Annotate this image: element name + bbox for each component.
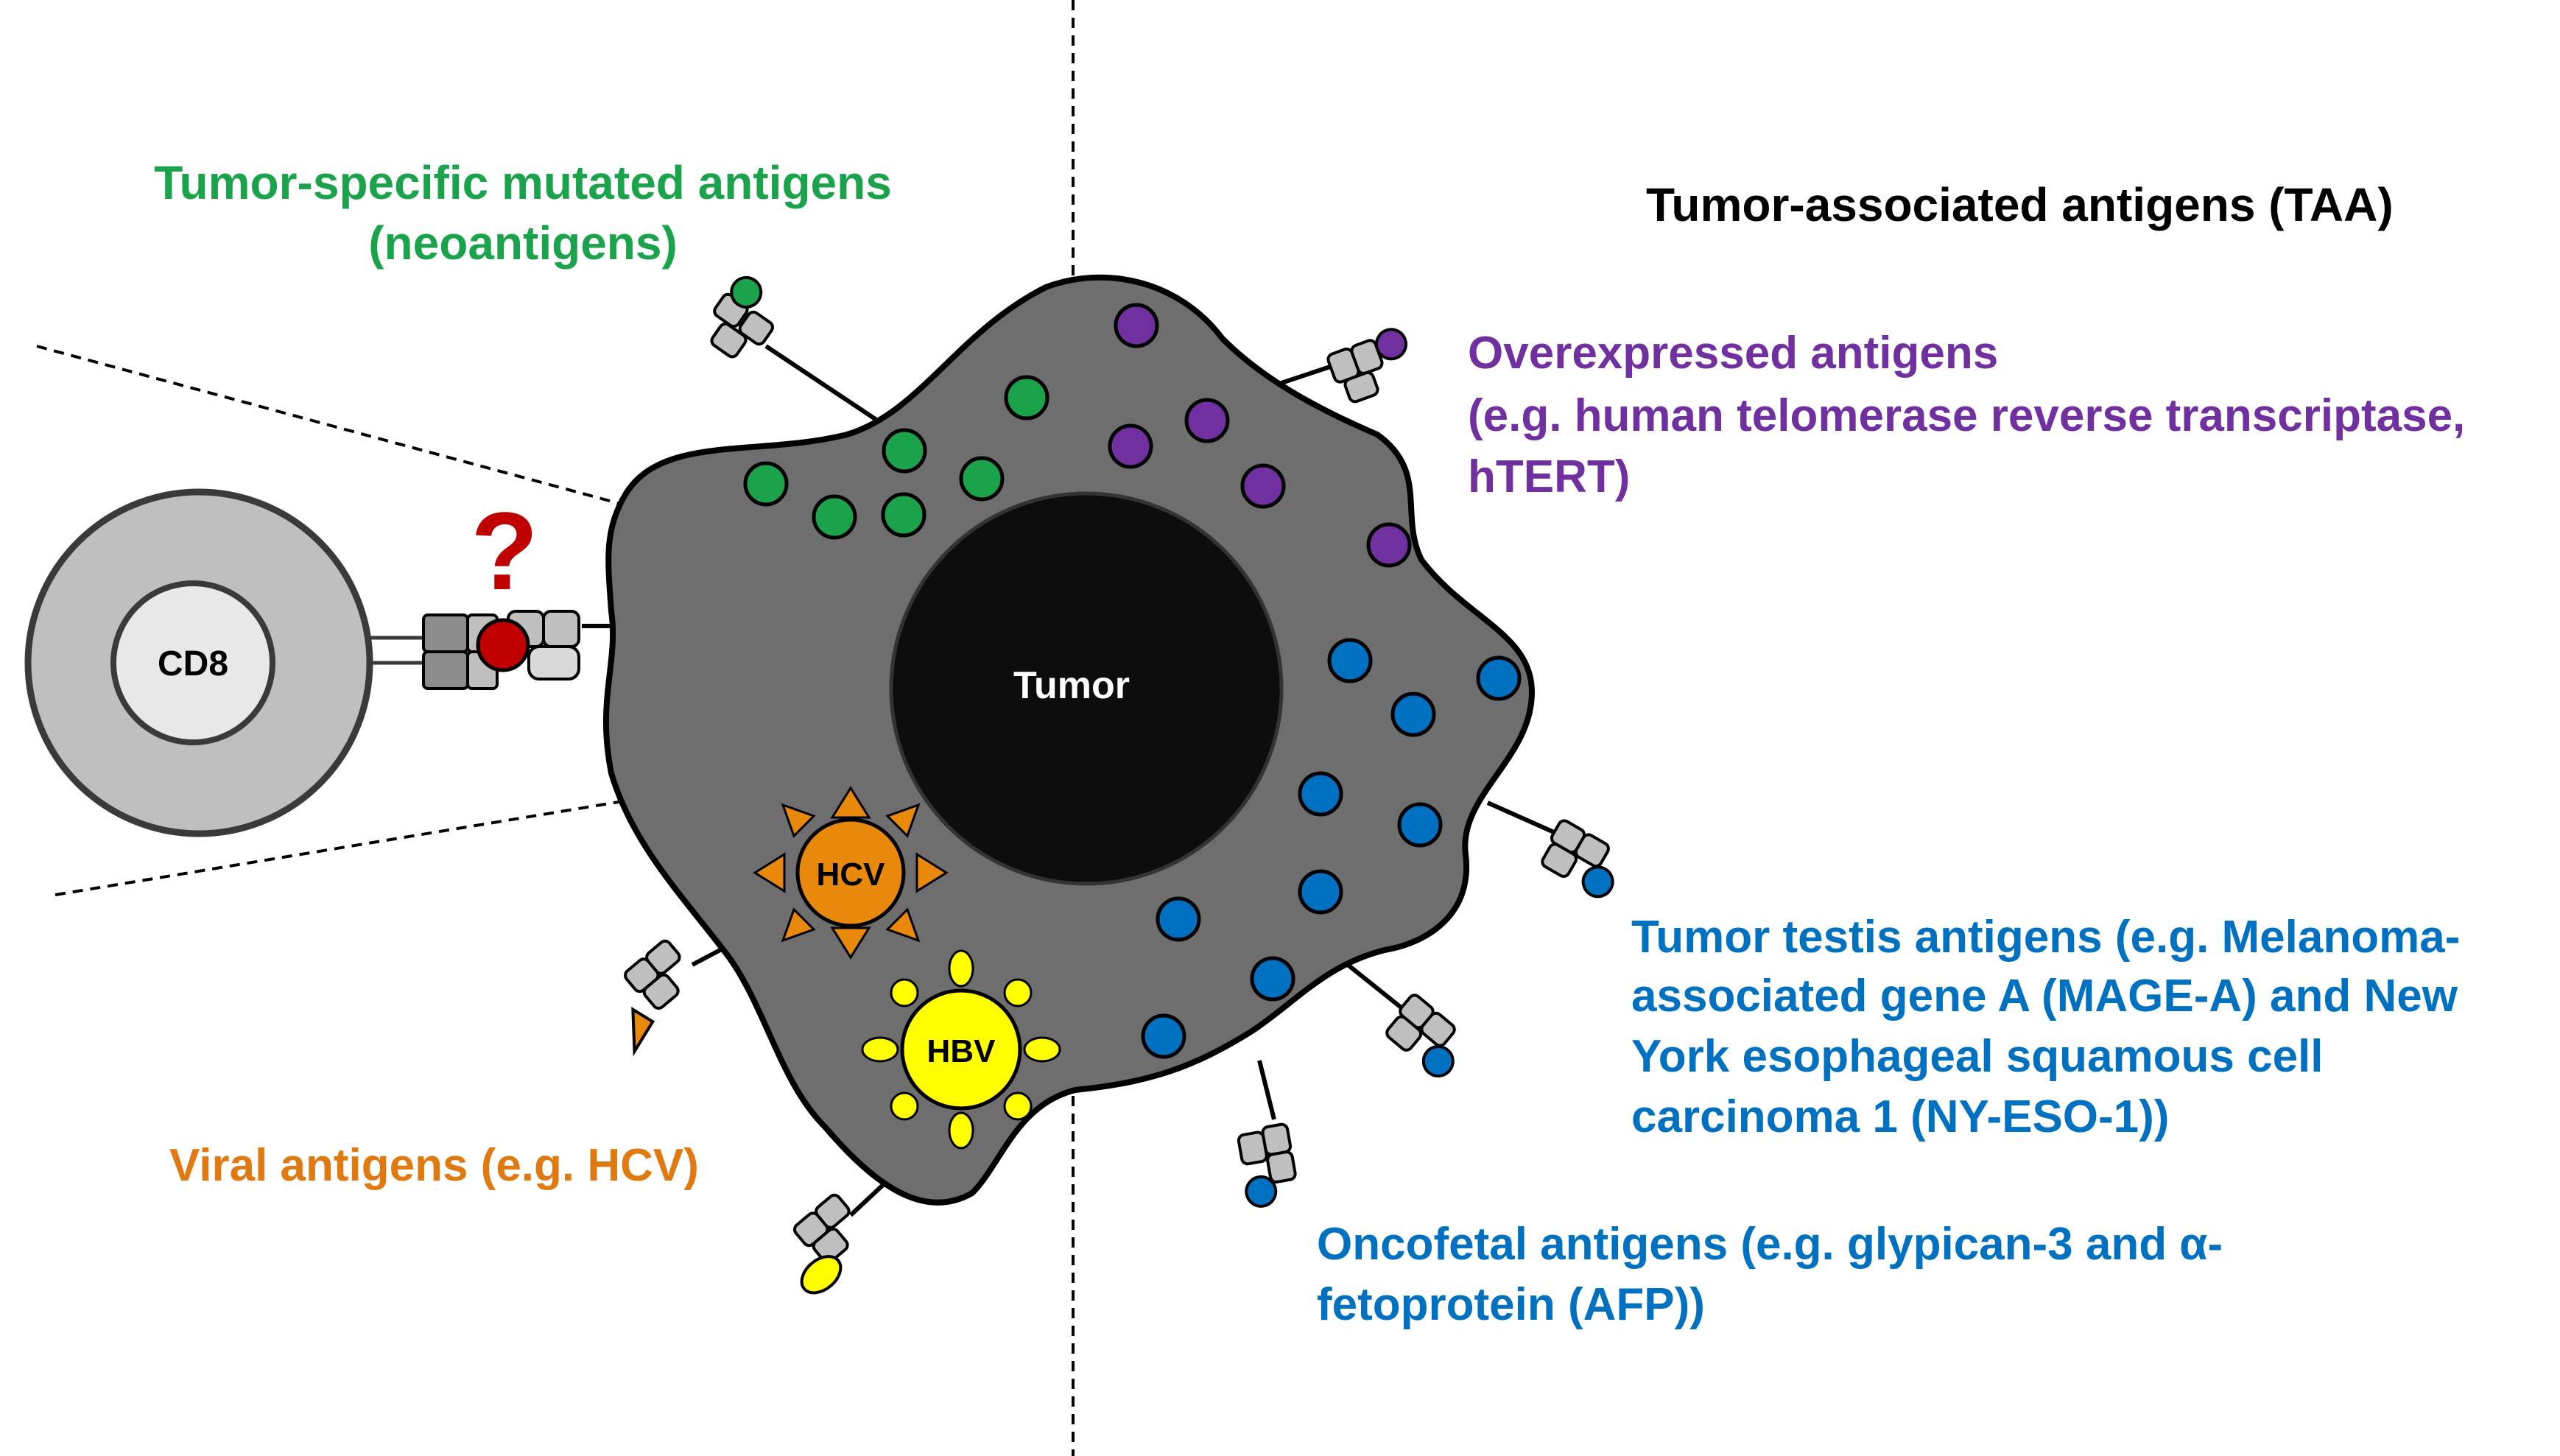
mhc-receptor-testis-2 <box>1385 993 1456 1078</box>
overexpressed-label-line1: Overexpressed antigens <box>1468 328 1998 379</box>
hcv-virus-icon: HCV <box>753 786 949 960</box>
taa-title: Tumor-associated antigens (TAA) <box>1646 178 2394 231</box>
cd8-label: CD8 <box>158 644 228 683</box>
oncofetal-label-line2: fetoprotein (AFP)) <box>1317 1279 1705 1330</box>
mhc-receptor-viral-hcv <box>624 939 681 1057</box>
overexpressed-antigen-dots <box>1108 303 1412 568</box>
tumor-nucleus <box>889 491 1284 886</box>
overexpressed-label: Overexpressed antigens (e.g. human telom… <box>1468 328 2465 502</box>
tumor-testis-label-line2: associated gene A (MAGE-A) and New <box>1631 971 2458 1021</box>
overexpressed-label-line3: hTERT) <box>1468 451 1630 502</box>
tumor-testis-label-line3: York esophageal squamous cell <box>1631 1031 2324 1082</box>
receptor-stalks <box>582 344 1555 1217</box>
lower-diagonal-divider <box>54 735 1017 896</box>
neoantigen-label: Tumor-specific mutated antigens (neoanti… <box>154 156 892 270</box>
hcv-label: HCV <box>817 857 886 893</box>
tumor-testis-label-line1: Tumor testis antigens (e.g. Melanoma- <box>1631 912 2460 963</box>
testis-oncofetal-antigen-dots <box>1141 638 1522 1059</box>
neoantigen-label-line1: Tumor-specific mutated antigens <box>154 156 892 209</box>
viral-antigen-label: Viral antigens (e.g. HCV) <box>169 1140 699 1191</box>
unknown-antigen-dot <box>476 618 530 672</box>
question-mark: ? <box>471 489 538 613</box>
overexpressed-label-line2: (e.g. human telomerase reverse transcrip… <box>1468 390 2465 441</box>
mhc-receptor-neoantigen <box>710 275 774 359</box>
mhc-receptor-oncofetal <box>1237 1122 1297 1208</box>
tumor-label: Tumor <box>1013 664 1130 707</box>
mhc-receptor-viral-hbv <box>793 1193 851 1295</box>
neoantigen-dots <box>743 375 1049 540</box>
tcr-mhc-interaction <box>368 610 580 690</box>
hbv-virus-icon: HBV <box>861 949 1061 1150</box>
neoantigen-label-line2: (neoantigens) <box>368 217 678 270</box>
oncofetal-label-line1: Oncofetal antigens (e.g. glypican-3 and … <box>1317 1219 2223 1270</box>
mhc-receptor-testis-1 <box>1541 819 1614 898</box>
cd8-t-cell: CD8 <box>24 488 373 837</box>
hbv-label: HBV <box>927 1033 996 1069</box>
oncofetal-label: Oncofetal antigens (e.g. glypican-3 and … <box>1317 1219 2223 1330</box>
mhc-receptor-overexpressed <box>1326 328 1407 404</box>
tumor-testis-label: Tumor testis antigens (e.g. Melanoma- as… <box>1631 912 2460 1142</box>
tumor-testis-label-line4: carcinoma 1 (NY-ESO-1)) <box>1631 1091 2169 1142</box>
